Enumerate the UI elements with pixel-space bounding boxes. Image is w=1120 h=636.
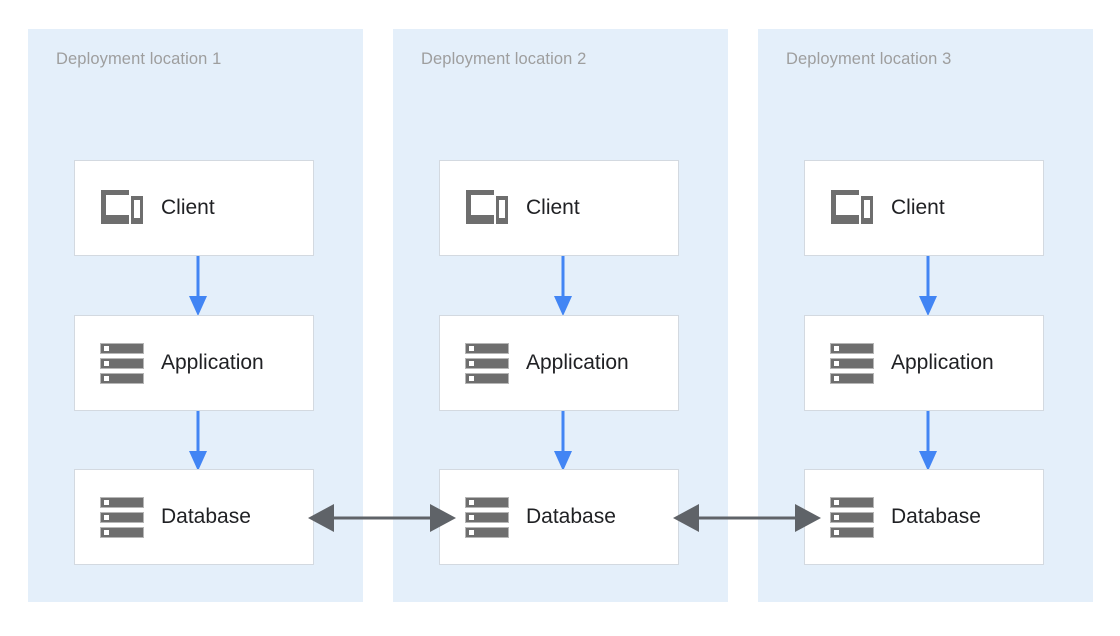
zone-3-node-database[interactable]: Database: [804, 469, 1044, 565]
replication-arrow-zone2-zone3: [673, 498, 821, 538]
zone-2-node-application-label: Application: [526, 351, 629, 374]
replication-arrow-zone1-zone2: [308, 498, 456, 538]
zone-2-node-application[interactable]: Application: [439, 315, 679, 411]
server-stack-icon: [464, 340, 510, 386]
zone-2-node-client[interactable]: Client: [439, 160, 679, 256]
zone-1-node-database[interactable]: Database: [74, 469, 314, 565]
server-stack-icon: [99, 340, 145, 386]
client-devices-icon: [464, 185, 510, 231]
zone-2-arrow-application-to-database: [551, 411, 575, 471]
zone-3-node-database-label: Database: [891, 505, 981, 528]
zone-1-arrow-application-to-database: [186, 411, 210, 471]
server-stack-icon: [829, 340, 875, 386]
zone-1-node-client[interactable]: Client: [74, 160, 314, 256]
zone-2-arrow-client-to-application: [551, 256, 575, 316]
deployment-zone-1: Deployment location 1 Client: [28, 29, 363, 602]
zone-2-title: Deployment location 2: [421, 50, 587, 68]
zone-1-title: Deployment location 1: [56, 50, 222, 68]
zone-2-node-database[interactable]: Database: [439, 469, 679, 565]
zone-3-arrow-client-to-application: [916, 256, 940, 316]
zone-1-node-application-label: Application: [161, 351, 264, 374]
zone-3-title: Deployment location 3: [786, 50, 952, 68]
zone-2-node-database-label: Database: [526, 505, 616, 528]
zone-3-node-application[interactable]: Application: [804, 315, 1044, 411]
zone-1-node-client-label: Client: [161, 196, 215, 219]
zone-3-node-application-label: Application: [891, 351, 994, 374]
client-devices-icon: [99, 185, 145, 231]
server-stack-icon: [464, 494, 510, 540]
client-devices-icon: [829, 185, 875, 231]
zone-1-node-application[interactable]: Application: [74, 315, 314, 411]
server-stack-icon: [99, 494, 145, 540]
deployment-zone-3: Deployment location 3 Client: [758, 29, 1093, 602]
zone-2-node-client-label: Client: [526, 196, 580, 219]
zone-1-arrow-client-to-application: [186, 256, 210, 316]
server-stack-icon: [829, 494, 875, 540]
zone-3-node-client-label: Client: [891, 196, 945, 219]
zone-1-node-database-label: Database: [161, 505, 251, 528]
zone-3-arrow-application-to-database: [916, 411, 940, 471]
deployment-zone-2: Deployment location 2 Client: [393, 29, 728, 602]
zone-3-node-client[interactable]: Client: [804, 160, 1044, 256]
